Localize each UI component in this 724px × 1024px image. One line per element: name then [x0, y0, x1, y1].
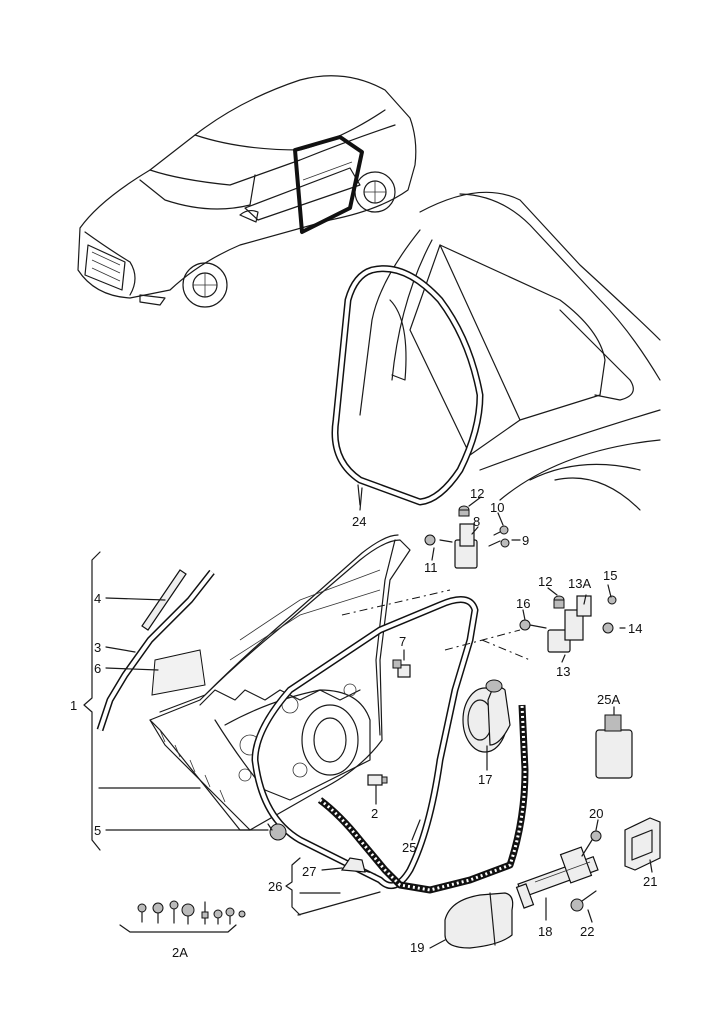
door-check-18 — [515, 846, 599, 909]
label-21: 21 — [643, 874, 657, 889]
protective-foil — [151, 649, 206, 696]
clip-27 — [340, 857, 366, 873]
label-5: 5 — [94, 823, 101, 838]
bolt-7 — [392, 659, 411, 678]
label-6: 6 — [94, 661, 101, 676]
label-15: 15 — [603, 568, 617, 583]
body-side-panel — [359, 191, 661, 511]
label-19: 19 — [410, 940, 424, 955]
label-10: 10 — [490, 500, 504, 515]
label-11: 11 — [424, 560, 438, 575]
door-opening-seal — [331, 265, 484, 506]
label-26: 26 — [268, 879, 282, 894]
label-12-upper: 12 — [470, 486, 484, 501]
hinge-upper — [424, 505, 510, 569]
label-27: 27 — [302, 864, 316, 879]
label-18: 18 — [538, 924, 552, 939]
bolt-20 — [581, 830, 602, 857]
label-14: 14 — [628, 621, 642, 636]
label-13a: 13A — [568, 576, 591, 591]
bolt-2 — [367, 774, 388, 786]
hinge-lower — [519, 595, 617, 653]
label-8: 8 — [473, 514, 480, 529]
seal-21 — [624, 817, 661, 871]
label-7: 7 — [399, 634, 406, 649]
label-4: 4 — [94, 591, 101, 606]
label-1: 1 — [70, 698, 77, 713]
label-12-lower: 12 — [538, 574, 552, 589]
group-bracket-26 — [285, 857, 301, 916]
label-2a: 2A — [172, 945, 188, 960]
highlighted-rear-door-outline — [293, 135, 364, 234]
grommet-17 — [462, 679, 511, 753]
screw-set-2a — [137, 900, 246, 925]
label-3: 3 — [94, 640, 101, 655]
label-16: 16 — [516, 596, 530, 611]
bottle-25a — [595, 714, 633, 779]
label-20: 20 — [589, 806, 603, 821]
screw-5 — [267, 823, 287, 841]
leader-lines — [98, 487, 653, 949]
part-labels: 1 4 3 6 5 24 12 10 8 9 11 12 13A 15 16 1… — [70, 486, 657, 960]
label-25a: 25A — [597, 692, 620, 707]
screw-22 — [570, 890, 597, 912]
car-illustration — [77, 75, 417, 308]
label-17: 17 — [478, 772, 492, 787]
cover-19 — [444, 892, 514, 949]
label-13: 13 — [556, 664, 570, 679]
label-24: 24 — [352, 514, 366, 529]
group-bracket-1 — [83, 551, 101, 851]
label-2: 2 — [371, 806, 378, 821]
label-22: 22 — [580, 924, 594, 939]
label-9: 9 — [522, 533, 529, 548]
label-25: 25 — [402, 840, 416, 855]
